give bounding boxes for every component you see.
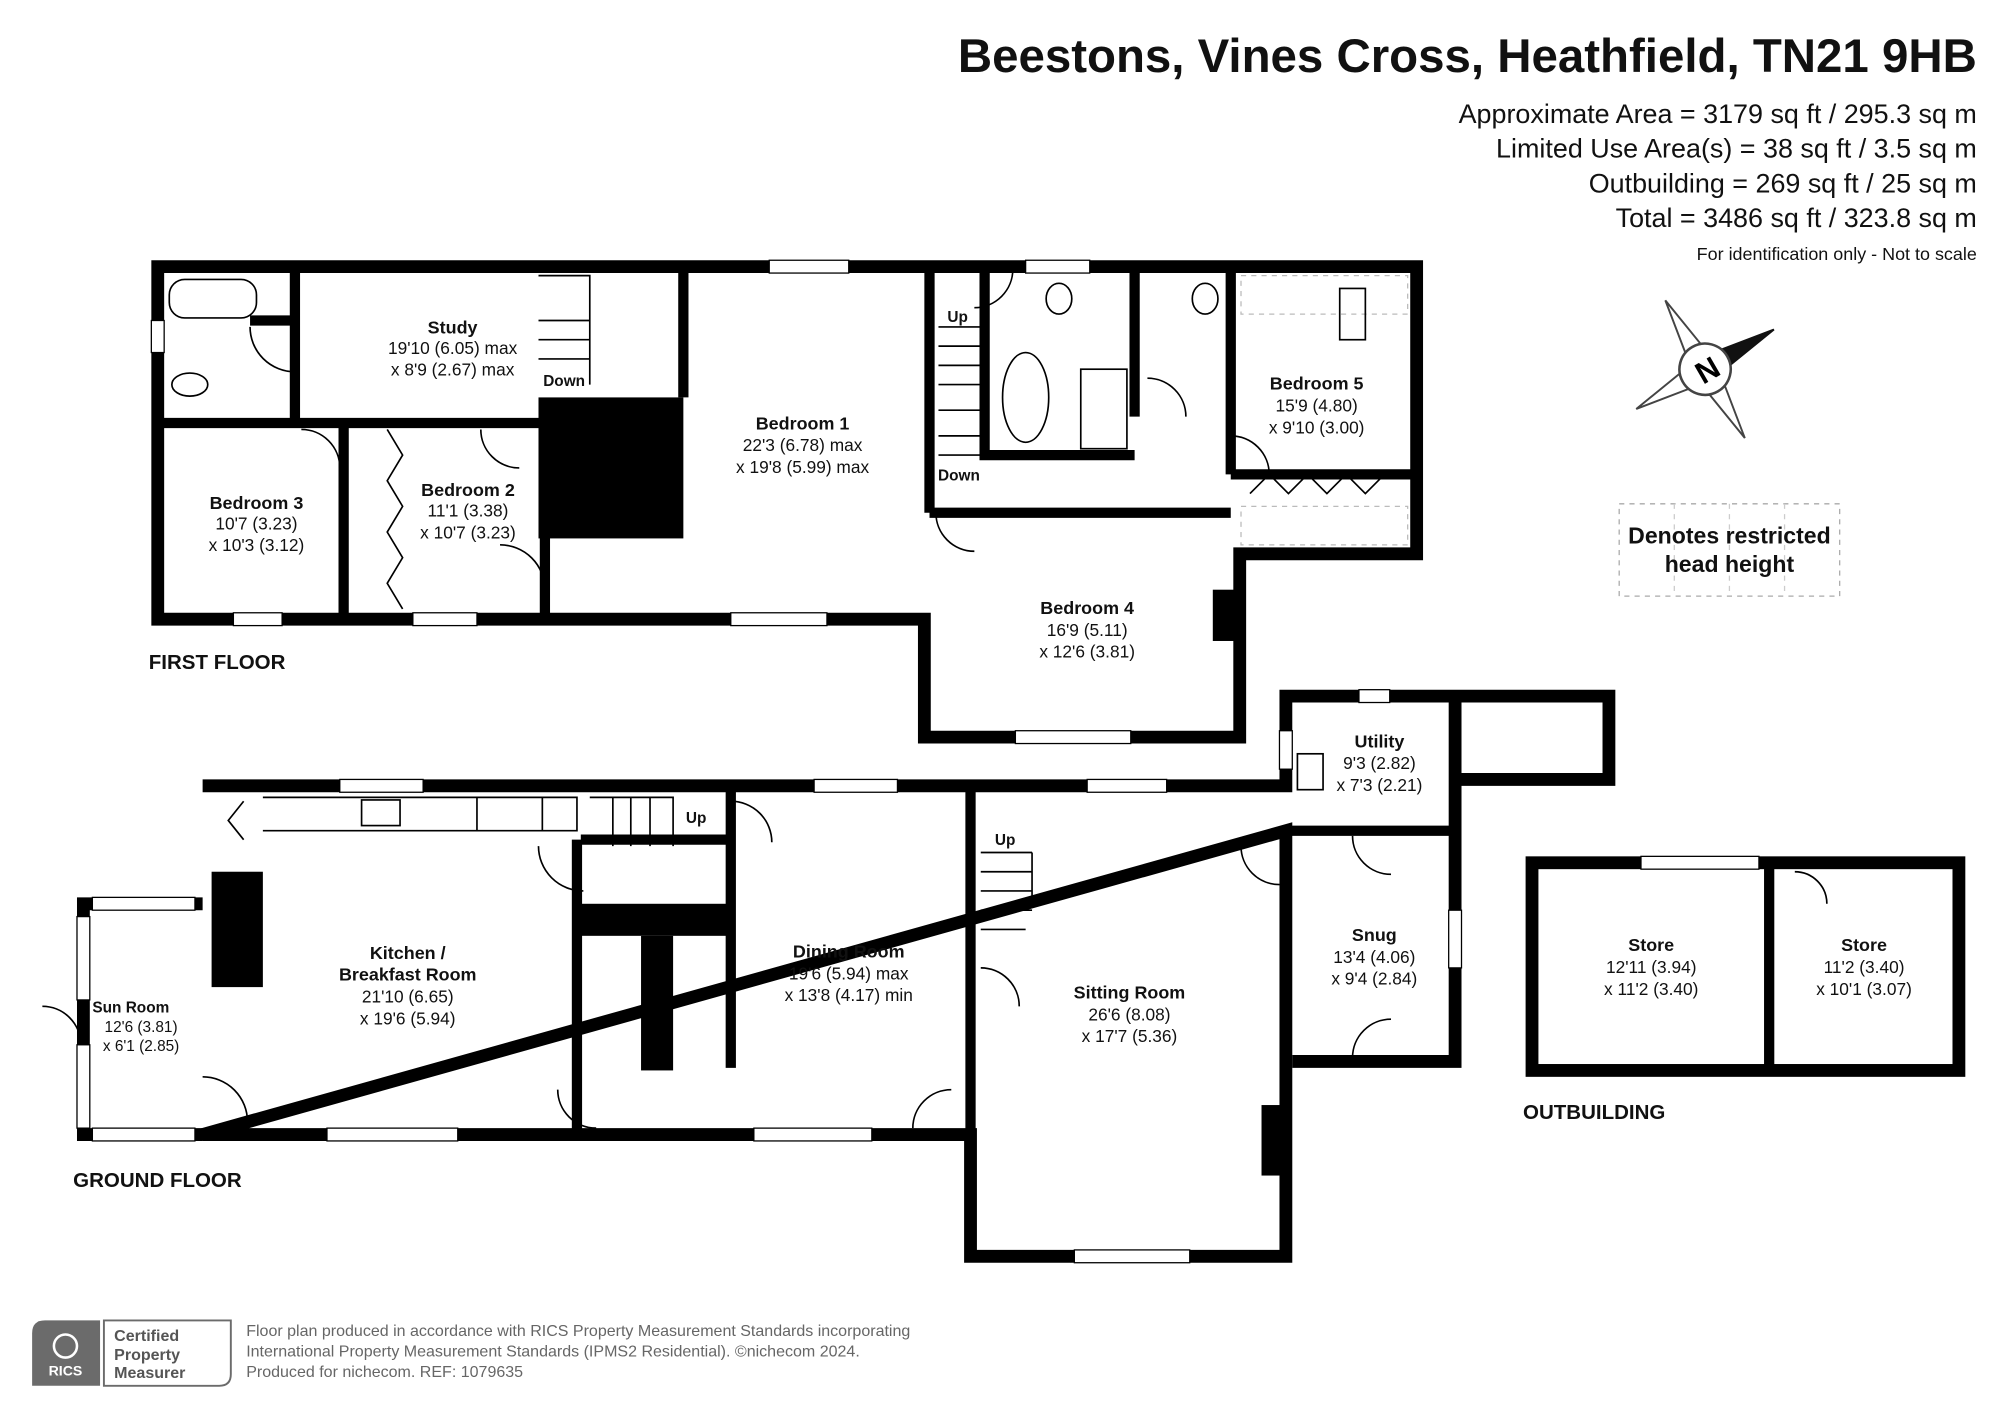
room-store-1: Store 12'11 (3.94) x 11'2 (3.40)	[1604, 935, 1698, 999]
room-name: Bedroom 5	[1270, 374, 1364, 394]
rics-logo: RICS Certified Property Measurer	[32, 1319, 232, 1387]
badge-line: Certified	[114, 1327, 179, 1345]
room-dimension: 10'7 (3.23)	[215, 513, 297, 533]
rics-logo-text: RICS	[49, 1363, 83, 1379]
room-name: Sun Room	[92, 1000, 169, 1017]
room-name: Bedroom 1	[756, 413, 850, 433]
room-utility: Utility 9'3 (2.82) x 7'3 (2.21)	[1336, 731, 1422, 795]
room-name: Snug	[1352, 925, 1397, 945]
footer-line-3: Produced for nichecom. REF: 1079635	[246, 1363, 523, 1381]
room-dimension: 11'2 (3.40)	[1824, 957, 1905, 977]
total-area: Total = 3486 sq ft / 323.8 sq m	[1616, 203, 1977, 233]
room-store-2: Store 11'2 (3.40) x 10'1 (3.07)	[1816, 935, 1912, 999]
room-dimension: 26'6 (8.08)	[1088, 1004, 1170, 1024]
room-bedroom-5: Bedroom 5 15'9 (4.80) x 9'10 (3.00)	[1269, 374, 1365, 438]
badge-line: Property	[114, 1346, 180, 1364]
legend-line1: Denotes restricted	[1628, 523, 1831, 549]
room-dimension: 15'9 (4.80)	[1276, 396, 1358, 416]
outbuilding-plan	[1525, 855, 1966, 1077]
room-dining-room: Dining Room 19'6 (5.94) max x 13'8 (4.17…	[785, 942, 913, 1006]
room-dimension: x 9'10 (3.00)	[1269, 417, 1365, 437]
room-study: Study 19'10 (6.05) max x 8'9 (2.67) max	[388, 317, 518, 379]
outbuilding-area: Outbuilding = 269 sq ft / 25 sq m	[1589, 168, 1977, 198]
first-floor-plan: Down Up Down	[150, 259, 1424, 745]
limited-use-area: Limited Use Area(s) = 38 sq ft / 3.5 sq …	[1496, 134, 1977, 164]
room-dimension: 11'1 (3.38)	[428, 501, 509, 521]
compass-icon	[1635, 299, 1775, 439]
disclaimer: For identification only - Not to scale	[1697, 244, 1977, 264]
room-bedroom-1: Bedroom 1 22'3 (6.78) max x 19'8 (5.99) …	[736, 413, 869, 477]
room-dimension: 12'6 (3.81)	[105, 1019, 178, 1036]
room-dimension: x 13'8 (4.17) min	[785, 985, 913, 1005]
badge-line: Measurer	[114, 1364, 185, 1382]
ground-floor-label: GROUND FLOOR	[73, 1169, 242, 1192]
footer-line-1: Floor plan produced in accordance with R…	[246, 1322, 910, 1340]
room-dimension: x 10'1 (3.07)	[1816, 979, 1912, 999]
room-bedroom-4: Bedroom 4 16'9 (5.11) x 12'6 (3.81)	[1039, 598, 1135, 662]
room-name: Bedroom 2	[421, 480, 515, 500]
room-dimension: x 7'3 (2.21)	[1336, 775, 1422, 795]
room-dimension: x 11'2 (3.40)	[1604, 979, 1698, 999]
outbuilding-label: OUTBUILDING	[1523, 1101, 1665, 1124]
room-name: Store	[1841, 935, 1887, 955]
room-name: Sitting Room	[1074, 983, 1186, 1003]
legend-line2: head height	[1665, 551, 1795, 577]
room-dimension: 12'11 (3.94)	[1606, 957, 1697, 977]
property-title: Beestons, Vines Cross, Heathfield, TN21 …	[958, 30, 1977, 83]
room-sun-room: Sun Room 12'6 (3.81) x 6'1 (2.85)	[92, 1000, 179, 1055]
first-floor-label: FIRST FLOOR	[149, 651, 286, 674]
room-name: Bedroom 3	[210, 493, 304, 513]
room-dimension: x 12'6 (3.81)	[1039, 642, 1135, 662]
sitting-stairs-up: Up	[995, 832, 1016, 849]
room-name: Dining Room	[793, 942, 905, 962]
study-stairs-down: Down	[543, 373, 585, 390]
landing-stairs-down: Down	[938, 468, 980, 485]
landing-stairs-up: Up	[947, 309, 967, 326]
room-name: Study	[428, 317, 478, 337]
room-dimension: x 6'1 (2.85)	[103, 1038, 179, 1055]
room-dimension: 21'10 (6.65)	[362, 986, 454, 1006]
approximate-area: Approximate Area = 3179 sq ft / 295.3 sq…	[1459, 99, 1977, 129]
room-dimension: 19'10 (6.05) max	[388, 338, 518, 358]
footer-line-2: International Property Measurement Stand…	[246, 1342, 860, 1360]
room-snug: Snug 13'4 (4.06) x 9'4 (2.84)	[1331, 925, 1417, 989]
room-dimension: x 8'9 (2.67) max	[391, 360, 515, 380]
room-dimension: x 9'4 (2.84)	[1331, 969, 1417, 989]
restricted-head-height-legend: Denotes restricted head height	[1618, 503, 1841, 597]
room-bedroom-3: Bedroom 3 10'7 (3.23) x 10'3 (3.12)	[209, 493, 305, 555]
room-dimension: x 19'6 (5.94)	[360, 1008, 456, 1028]
room-dimension: x 17'7 (5.36)	[1082, 1026, 1178, 1046]
room-name: Bedroom 4	[1040, 598, 1134, 618]
room-dimension: x 10'3 (3.12)	[209, 535, 305, 555]
room-bedroom-2: Bedroom 2 11'1 (3.38) x 10'7 (3.23)	[420, 480, 516, 542]
room-dimension: 9'3 (2.82)	[1343, 753, 1416, 773]
room-name: Utility	[1355, 731, 1405, 751]
room-dimension: 16'9 (5.11)	[1047, 620, 1128, 640]
room-kitchen-breakfast: Kitchen / Breakfast Room 21'10 (6.65) x …	[339, 943, 477, 1028]
room-sitting-room: Sitting Room 26'6 (8.08) x 17'7 (5.36)	[1074, 983, 1186, 1047]
room-dimension: 22'3 (6.78) max	[743, 435, 863, 455]
room-name: Breakfast Room	[339, 965, 477, 985]
room-name: Store	[1628, 935, 1674, 955]
room-dimension: x 10'7 (3.23)	[420, 522, 516, 542]
room-dimension: x 19'8 (5.99) max	[736, 457, 869, 477]
room-name: Kitchen /	[370, 943, 446, 963]
room-dimension: 13'4 (4.06)	[1333, 947, 1415, 967]
ground-floor-plan: Up Up	[42, 689, 1616, 1264]
hall-stairs-up: Up	[686, 810, 707, 827]
room-dimension: 19'6 (5.94) max	[789, 963, 909, 983]
